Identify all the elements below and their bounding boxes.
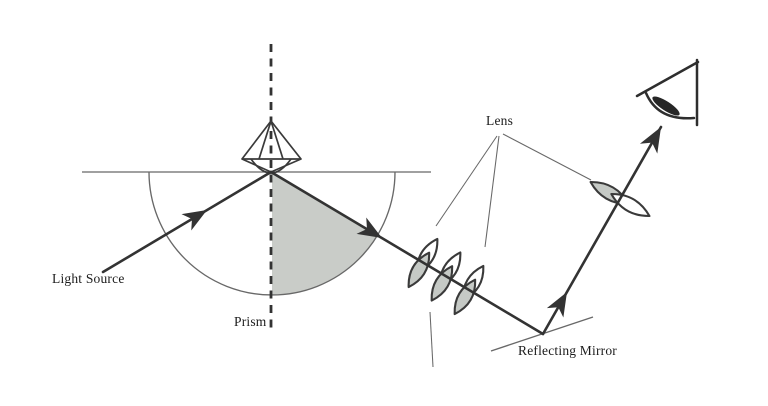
light-source-label: Light Source (52, 271, 125, 286)
refracted-ray (269, 170, 545, 336)
to-eye-arrowhead (639, 127, 661, 154)
lens-label: Lens (486, 113, 514, 128)
incident-ray (101, 170, 273, 274)
reflecting-mirror-label: Reflecting Mirror (518, 343, 617, 358)
prism-label: Prism (234, 314, 267, 329)
lens-label-leaders (435, 133, 592, 248)
lens-group-pointer-line (429, 311, 434, 368)
eye-icon (635, 58, 700, 127)
reflected-ray-arrowhead (546, 292, 567, 318)
incident-ray-arrowhead (181, 210, 207, 231)
refracted-ray-arrowhead (356, 217, 382, 238)
light-rays (101, 125, 663, 336)
shaded-sector (272, 172, 378, 295)
